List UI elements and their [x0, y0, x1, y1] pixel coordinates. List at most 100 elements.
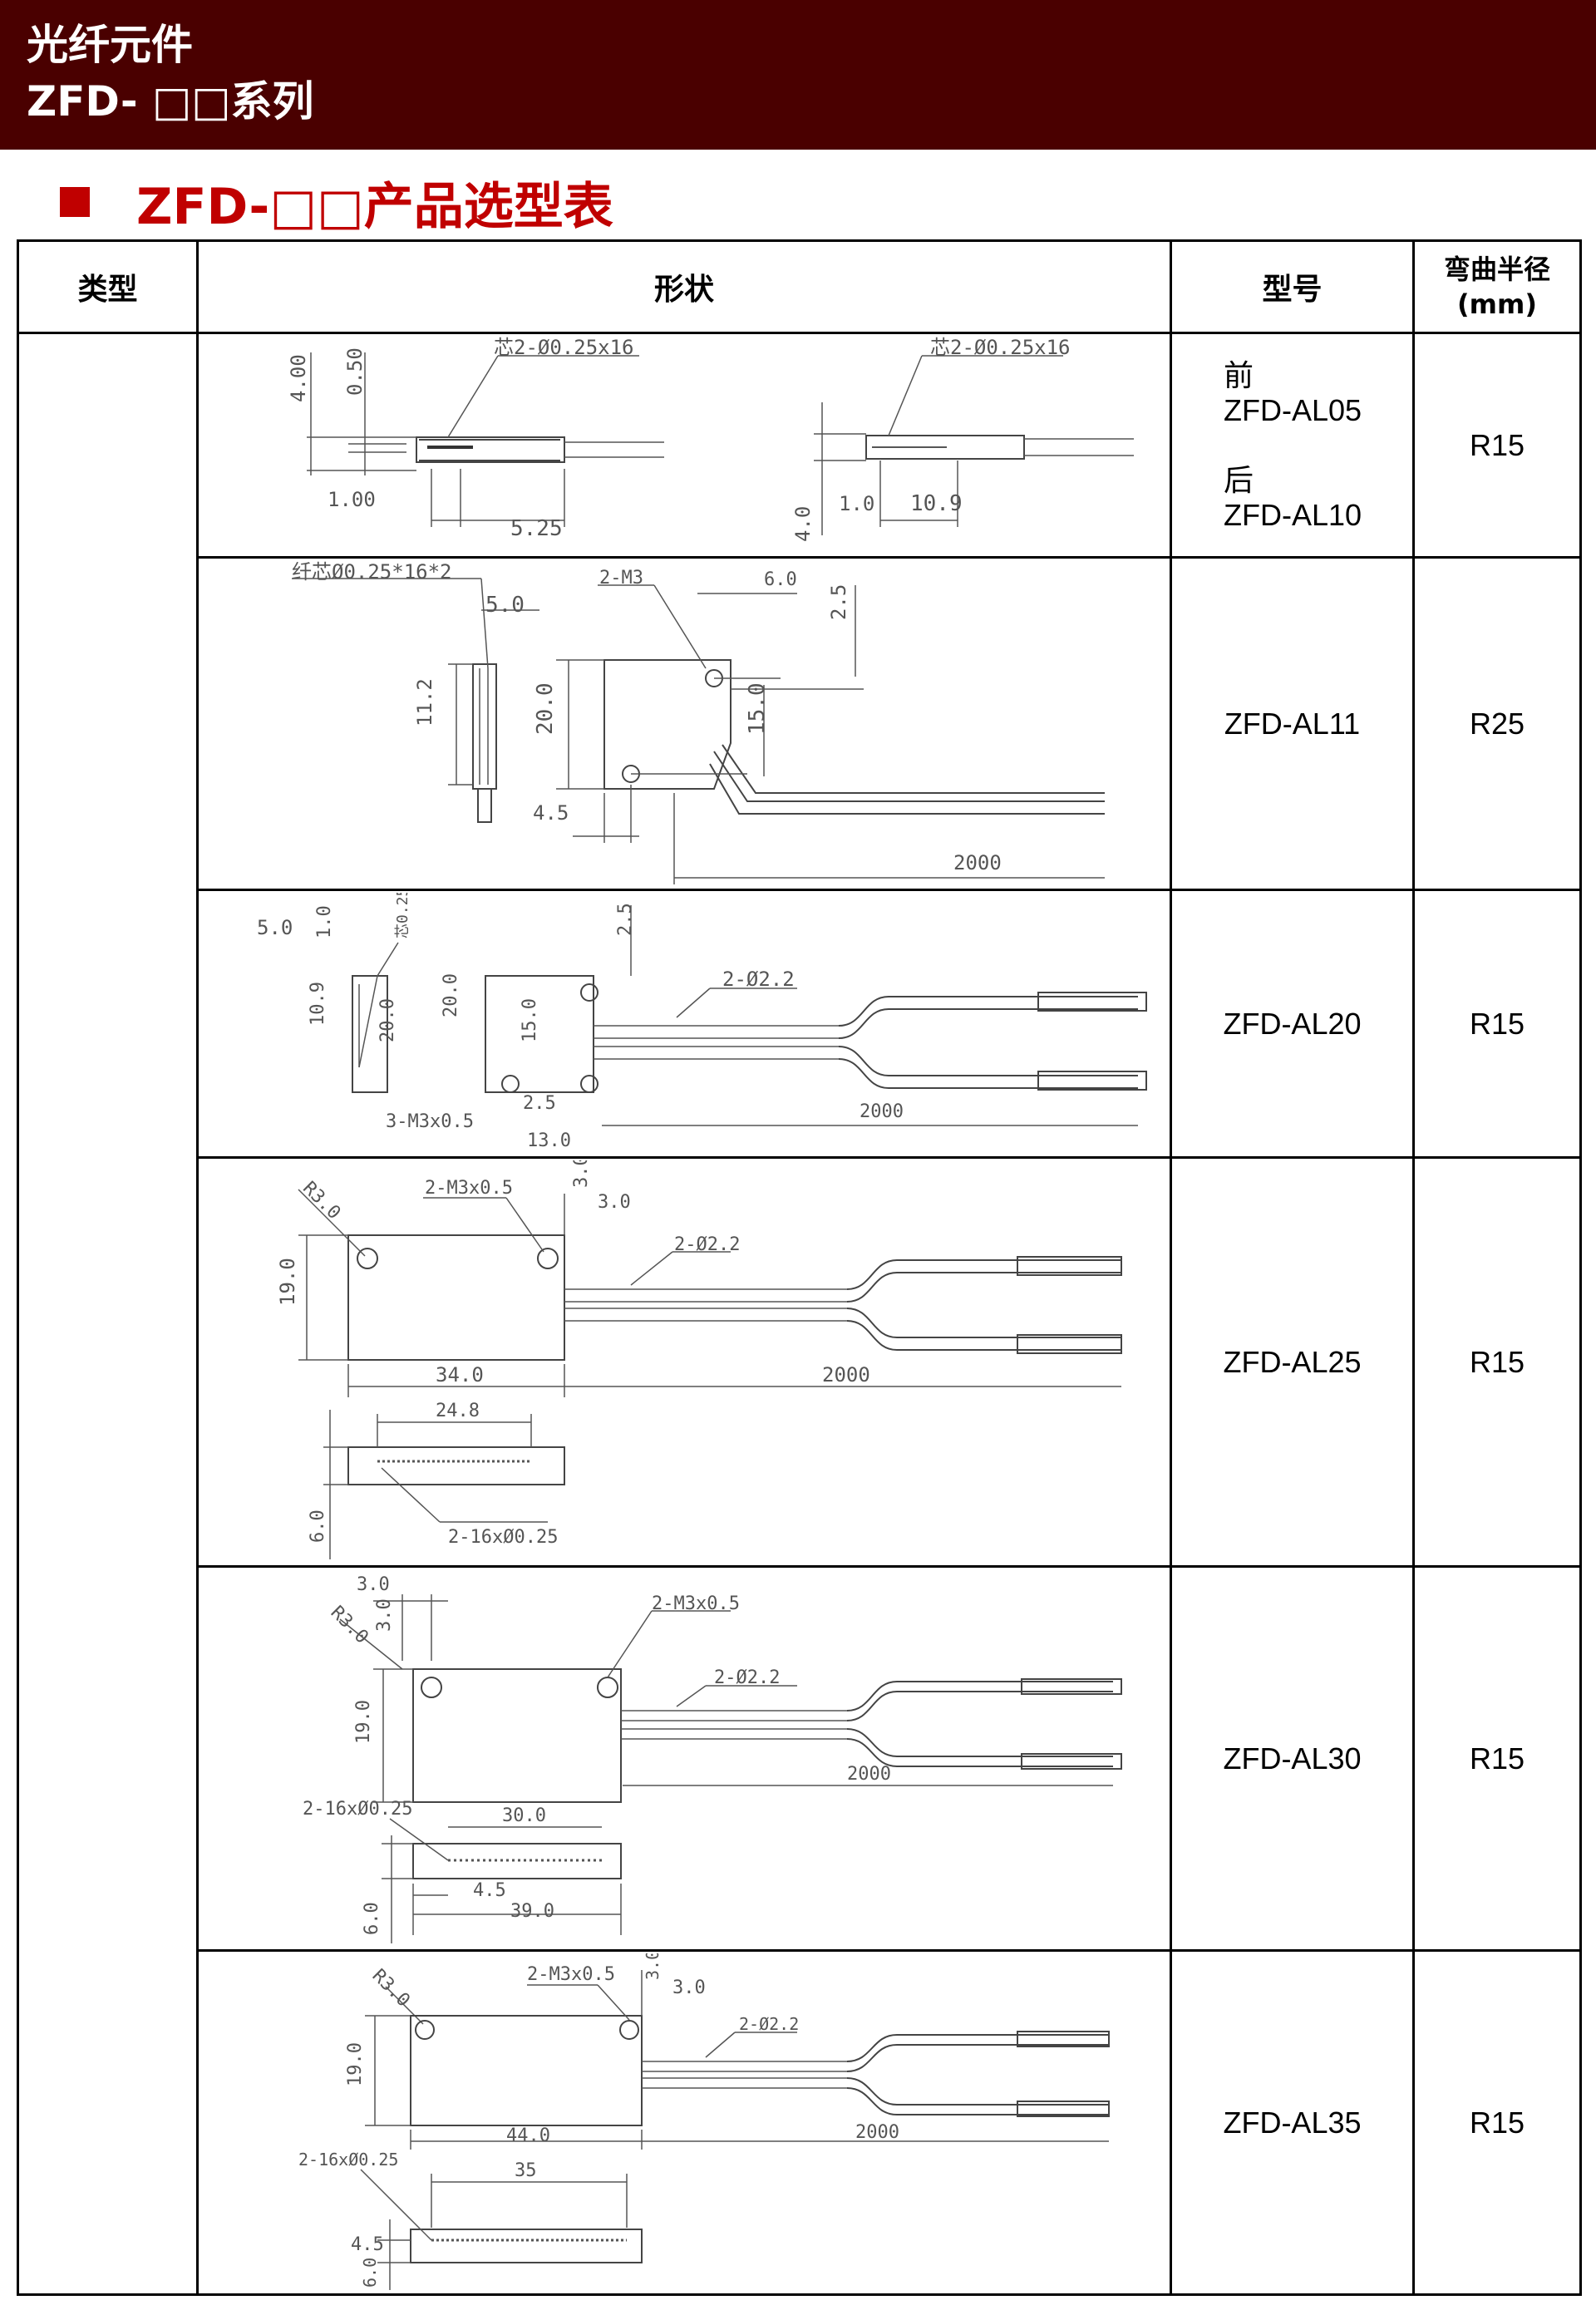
table-row: 5.0 1.0 芯0.25 10.9 20.0 20.0: [18, 889, 1582, 1159]
model-cell: ZFD-AL30: [1170, 1565, 1415, 1952]
table-header-row: 类型 形状 型号 弯曲半径 (mm): [17, 239, 1582, 334]
dim-label: 20.0: [533, 682, 558, 735]
dim-label: 5.0: [257, 916, 293, 939]
model-spacer: [1172, 428, 1412, 463]
drawing-front-sensor: 4.00 0.50 1.00 5.25 芯2-Ø0.25x16: [287, 336, 664, 541]
dim-label: 1.00: [328, 488, 376, 511]
dim-label: 0.50: [343, 347, 367, 396]
header-series: ZFD- □□系列: [27, 77, 314, 126]
model-cell: 前 ZFD-AL05 后 ZFD-AL10: [1170, 332, 1415, 559]
radius-cell: R15: [1412, 1949, 1582, 2296]
dim-label: 5.0: [485, 593, 525, 618]
section-heading: ZFD-□□产品选型表: [60, 173, 613, 236]
table-row: 4.00 0.50 1.00 5.25 芯2-Ø0.25x16: [17, 332, 1582, 2296]
dim-label: 2-16xØ0.25: [448, 1527, 558, 1548]
radius-cell: R15: [1412, 332, 1582, 559]
table-row: 5.0 纤芯Ø0.25*16*2 11.2: [18, 556, 1582, 891]
model-cell: ZFD-AL11: [1170, 556, 1415, 891]
dim-label: 2-M3x0.5: [425, 1178, 513, 1199]
dim-label: 3.0: [598, 1192, 631, 1213]
radius-cell: R15: [1412, 1565, 1582, 1952]
dim-label: 20.0: [377, 998, 398, 1042]
dim-label: 4.5: [473, 1880, 506, 1901]
col-header-model: 型号: [1170, 239, 1415, 334]
section-title: ZFD-□□产品选型表: [136, 177, 613, 236]
dim-label: 芯2-Ø0.25x16: [494, 336, 634, 359]
dim-label: 2-Ø2.2: [739, 2014, 799, 2034]
drawing-back-sensor: 10.9 4.0 1.0 芯2-Ø0.25x16: [791, 336, 1134, 542]
dim-label: 3-M3x0.5: [386, 1111, 474, 1132]
dim-label: 19.0: [353, 1700, 374, 1744]
dim-label: 4.00: [287, 354, 310, 402]
dim-label: 4.0: [791, 505, 815, 541]
model-cell: ZFD-AL35: [1170, 1949, 1415, 2296]
dim-label: 纤芯Ø0.25*16*2: [292, 560, 452, 584]
shape-drawing-al20: 5.0 1.0 芯0.25 10.9 20.0 20.0: [196, 889, 1172, 1159]
dim-label: 2-Ø2.2: [714, 1667, 780, 1688]
dim-label: 44.0: [506, 2125, 550, 2146]
dim-label: 3.0: [374, 1598, 395, 1632]
dim-label: 5.25: [510, 516, 563, 541]
dim-label: 2-M3: [599, 568, 643, 589]
dim-label: 35: [515, 2160, 537, 2181]
dim-label: 6.0: [308, 1510, 328, 1543]
radius-cell: R15: [1412, 889, 1582, 1159]
dim-label: 2-Ø2.2: [674, 1234, 740, 1255]
shape-drawing-al30: 3.0 R3.0 3.0 2-M3x0.5: [196, 1565, 1172, 1952]
dim-label: 15.0: [745, 682, 770, 735]
dim-label: 2.5: [827, 584, 850, 619]
shape-drawing-al25: R3.0 2-M3x0.5 3.0 3.0 2-Ø2.2 19.0 34.0: [196, 1156, 1172, 1568]
dim-label: R3.0: [327, 1602, 372, 1647]
dim-label: 13.0: [527, 1130, 571, 1151]
dim-label: 10.9: [910, 491, 963, 516]
dim-label: 39.0: [510, 1901, 554, 1922]
dim-label: 11.2: [413, 678, 436, 726]
dim-label: 2000: [953, 851, 1002, 874]
dim-label: 1.0: [314, 905, 335, 938]
radius-header-line1: 弯曲半径: [1443, 254, 1550, 285]
col-header-radius: 弯曲半径 (mm): [1412, 239, 1582, 334]
dim-label: 2-16xØ0.25: [303, 1799, 412, 1820]
table-row: 3.0 R3.0 3.0 2-M3x0.5: [18, 1565, 1582, 1952]
dim-label: 3.0: [357, 1574, 390, 1595]
dim-label: 2-Ø2.2: [722, 968, 795, 991]
dim-label: 3.0: [643, 1953, 663, 1980]
dim-label: 2.5: [615, 903, 636, 936]
shape-drawing-al05: 4.00 0.50 1.00 5.25 芯2-Ø0.25x16: [196, 332, 1172, 559]
table-row: R3.0 2-M3x0.5 3.0 3.0 2-Ø2.2 19.0 34.0: [18, 1156, 1582, 1568]
model-front: ZFD-AL05: [1224, 392, 1362, 427]
dim-label: 19.0: [345, 2042, 366, 2086]
radius-cell: R15: [1412, 1156, 1582, 1568]
dim-label: 2-M3x0.5: [527, 1964, 615, 1985]
dim-label: R3.0: [298, 1177, 344, 1223]
dim-label: 20.0: [441, 973, 461, 1017]
dim-label: 3.0: [672, 1977, 706, 1998]
type-cell: [17, 332, 199, 2296]
page-header: 光纤元件 ZFD- □□系列: [0, 0, 1596, 150]
model-back-label: 后: [1224, 462, 1254, 497]
dim-label: 15.0: [520, 998, 540, 1042]
dim-label: 1.0: [839, 492, 874, 515]
radius-header-line2: (mm): [1457, 288, 1537, 320]
dim-label: 2-M3x0.5: [652, 1593, 740, 1614]
model-back: ZFD-AL10: [1224, 497, 1362, 532]
shape-drawing-al35: R3.0 2-M3x0.5 3.0 3.0: [196, 1949, 1172, 2296]
bullet-square-icon: [60, 187, 90, 217]
radius-cell: R25: [1412, 556, 1582, 891]
dim-label: 6.0: [360, 2257, 380, 2287]
dim-label: 30.0: [502, 1805, 546, 1826]
dim-label: 4.5: [351, 2234, 384, 2255]
dim-label: 10.9: [308, 982, 328, 1026]
dim-label: R3.0: [368, 1965, 414, 2011]
shape-drawing-al11: 5.0 纤芯Ø0.25*16*2 11.2: [196, 556, 1172, 891]
model-cell: ZFD-AL25: [1170, 1156, 1415, 1568]
dim-label: 4.5: [533, 801, 569, 825]
header-category: 光纤元件: [27, 21, 193, 69]
dim-label: 2.5: [523, 1093, 556, 1114]
table-row: R3.0 2-M3x0.5 3.0 3.0: [18, 1949, 1582, 2296]
dim-label: 2000: [822, 1363, 870, 1386]
selection-table: 类型 形状 型号 弯曲半径 (mm): [17, 239, 1582, 2296]
dim-label: 芯0.25: [394, 893, 411, 938]
col-header-type: 类型: [17, 239, 199, 334]
dim-label: 3.0: [571, 1160, 592, 1188]
